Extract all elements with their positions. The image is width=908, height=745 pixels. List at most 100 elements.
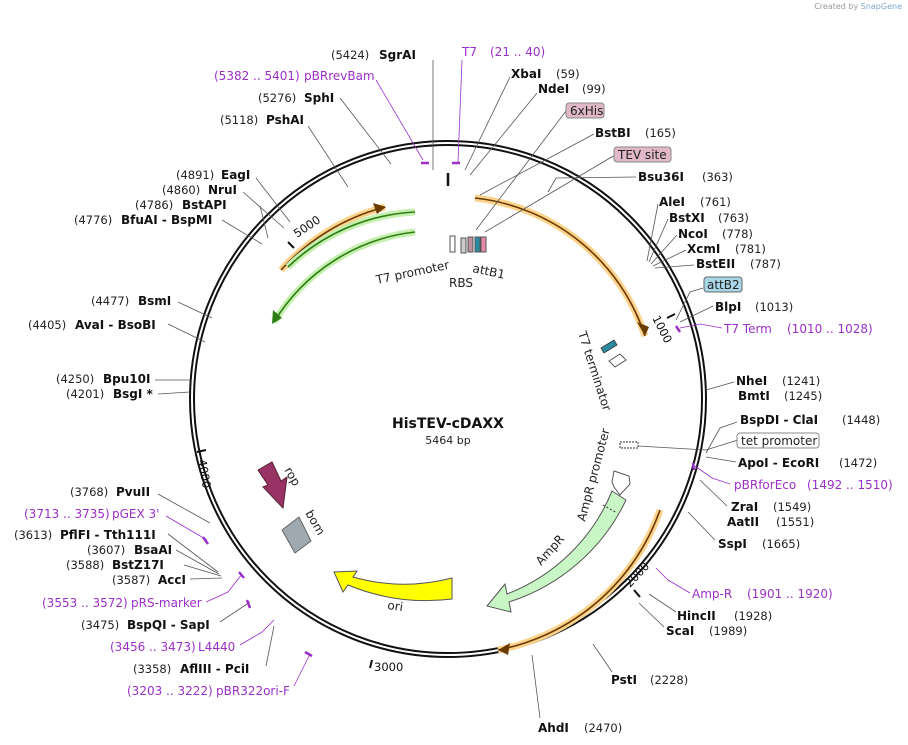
site-pos-bstbi: (165) [645, 126, 676, 140]
label-t7-promoter: T7 promoter [374, 258, 451, 287]
site-pos-bstxi: (763) [718, 211, 749, 225]
leader-his [475, 110, 567, 231]
leader-pvuii [157, 493, 211, 524]
rop-arrow [257, 461, 288, 510]
primer-range-l4440: (3456 .. 3473) [110, 640, 196, 654]
site-bsu36i: Bsu36I [638, 170, 684, 184]
tick-1000: 1000 [649, 313, 675, 345]
leader-l4440 [239, 619, 275, 646]
site-psti: PstI [611, 673, 637, 687]
attb1-glyph [480, 236, 487, 253]
primer-pbrforeco: pBRforEco [734, 478, 796, 492]
label-attb2: attB2 [707, 278, 740, 292]
site-pos-bfuai: (4776) [74, 213, 112, 227]
site-pos-bsu36i: (363) [702, 170, 733, 184]
his-glyph [467, 236, 474, 253]
primer-range-pgex3: (3713 .. 3735) [24, 507, 110, 521]
site-bsmi: BsmI [138, 294, 171, 308]
site-pos-blpi: (1013) [755, 300, 793, 314]
site-bstz17i: BstZ17I [112, 558, 164, 572]
primer-prsmarker: pRS-marker [131, 596, 202, 610]
leader-pbrrevbam [375, 79, 424, 161]
orf-arc-3-head [373, 203, 386, 214]
label-t7-terminator: T7 terminator [575, 329, 614, 413]
t7-terminator-glyph [600, 339, 618, 354]
leader-ncoi [650, 234, 678, 265]
leader-tetprom [637, 439, 739, 451]
site-pvuii: PvuII [116, 485, 150, 499]
site-bspdi: BspDI - ClaI [740, 413, 818, 427]
site-bfuai: BfuAI - BspMI [121, 213, 212, 227]
label-tet-promoter: tet promoter [741, 434, 817, 448]
label-rbs: RBS [449, 276, 473, 290]
leader-bstxi [648, 218, 669, 263]
primer-range-prsmarker: (3553 .. 3572) [42, 596, 128, 610]
site-pos-bsmi: (4477) [91, 294, 129, 308]
site-pos-aatii: (1551) [776, 515, 814, 529]
leader-afliii [265, 625, 275, 667]
site-pos-bmti: (1245) [784, 389, 822, 403]
site-bpu10i: Bpu10I [103, 372, 150, 386]
tev-glyph [474, 236, 481, 253]
site-pos-zrai: (1549) [773, 500, 811, 514]
leader-alei [646, 203, 659, 262]
site-bspqi: BspQI - SapI [127, 618, 210, 632]
leader-blpi [679, 305, 714, 323]
site-pos-pvuii: (3768) [70, 485, 108, 499]
site-pshai: PshAI [266, 113, 304, 127]
orf-arc-1-head [637, 322, 649, 336]
site-ncoi: NcoI [678, 227, 708, 241]
label-attb1: attB1 [471, 261, 506, 281]
primer-range-t7term: (1010 .. 1028) [787, 322, 873, 336]
credit-brand: SnapGene [860, 2, 902, 11]
site-pos-eagi: (4891) [176, 168, 214, 182]
t7-promoter-glyph [449, 235, 456, 253]
site-pos-pshai: (5118) [220, 113, 258, 127]
leader-zrai [699, 479, 728, 507]
leader-acci [189, 577, 223, 580]
site-pos-xcmi: (781) [735, 242, 766, 256]
site-bmti: BmtI [738, 389, 770, 403]
primer-t7term: T7 Term [723, 322, 772, 336]
primer-mark-prsmarker [238, 571, 245, 579]
leader-bstapi [259, 205, 269, 239]
site-scai: ScaI [666, 624, 694, 638]
site-zrai: ZraI [731, 500, 758, 514]
site-eagi: EagI [221, 168, 250, 182]
backbone-inner [193, 144, 703, 654]
site-alei: AleI [659, 195, 685, 209]
leader-tev [484, 154, 616, 233]
leader-bspqi [219, 601, 251, 623]
leader-bsgi [157, 391, 191, 395]
site-pos-bsaai: (3607) [87, 543, 125, 557]
leader-nrui [242, 191, 285, 229]
site-afliii: AflIII - PciI [180, 662, 249, 676]
primer-ampr: Amp-R [692, 587, 732, 601]
label-tev: TEV site [617, 148, 667, 162]
site-sgrai: SgrAI [379, 48, 416, 62]
primer-range-pbr322orif: (3203 .. 3222) [127, 684, 213, 698]
site-bstapi: BstAPI [182, 198, 227, 212]
site-bstxi: BstXI [669, 211, 705, 225]
site-pos-scai: (1989) [709, 624, 747, 638]
site-xbai: XbaI [511, 67, 541, 81]
leader-ahdi [531, 654, 541, 719]
leader-bsaai [175, 549, 220, 575]
ampr-inner-mark [602, 504, 618, 514]
leader-eagi [255, 177, 291, 223]
site-avai: AvaI - BsoBI [75, 318, 156, 332]
site-ndei: NdeI [538, 82, 569, 96]
tick-3000: 3000 [374, 660, 403, 674]
site-pos-xbai: (59) [556, 67, 580, 81]
tick-mark-3000 [369, 659, 373, 669]
primer-range-pbrrevbam: (5382 .. 5401) [214, 69, 300, 83]
site-nhei: NheI [736, 374, 767, 388]
primer-mark-pbrforeco [691, 462, 696, 471]
primer-mark-pgex3 [201, 536, 210, 545]
site-pos-bstapi: (4786) [135, 198, 173, 212]
site-pos-bstz17i: (3588) [66, 558, 104, 572]
leader-apoi [705, 456, 737, 463]
leader-prsmarker [205, 573, 243, 603]
box-tev [613, 146, 672, 163]
